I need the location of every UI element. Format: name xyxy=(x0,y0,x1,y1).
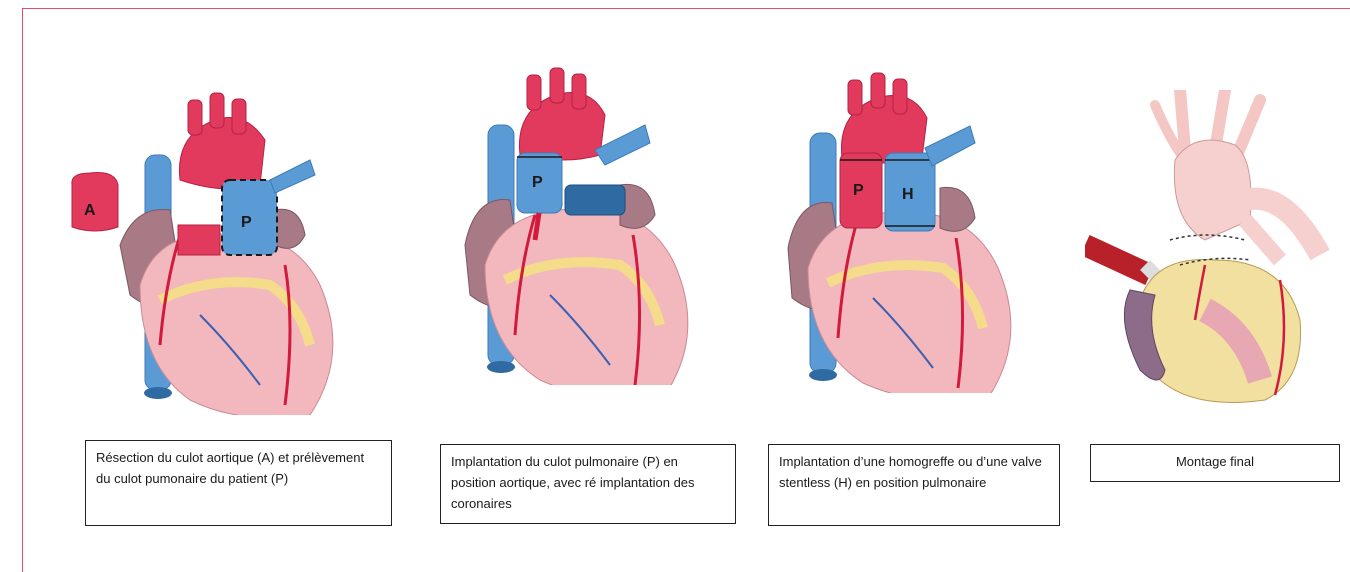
aortic-branch-1 xyxy=(188,100,202,135)
cannula-shape xyxy=(1085,245,1150,275)
vena-cava-end xyxy=(144,387,172,399)
vessel-branch-1 xyxy=(1180,90,1185,150)
label-h: H xyxy=(902,186,914,203)
label-p: P xyxy=(532,174,543,191)
aortic-branch-3 xyxy=(232,99,246,134)
pulmonary-branch-2 xyxy=(1245,220,1280,260)
vena-cava-end xyxy=(487,361,515,373)
step-2-illustration: P xyxy=(455,65,715,385)
aortic-branch-1 xyxy=(848,80,862,115)
step-3-illustration: P H xyxy=(780,68,1040,393)
heart-body-shape xyxy=(485,209,688,385)
frame-top-border xyxy=(22,8,1350,9)
label-a: A xyxy=(84,202,96,219)
left-appendage xyxy=(940,187,975,231)
pulmonary-stump xyxy=(565,185,625,215)
left-appendage xyxy=(275,209,305,248)
aortic-branch-3 xyxy=(893,79,907,114)
step-4-caption: Montage final xyxy=(1090,444,1340,482)
pulmonary-branch xyxy=(925,126,975,166)
aortic-branch-3 xyxy=(572,74,586,109)
label-p: P xyxy=(853,182,864,199)
step-1-caption: Résection du culot aortique (A) et prélè… xyxy=(85,440,392,526)
step-4-illustration xyxy=(1085,90,1335,405)
aortic-branch-2 xyxy=(550,68,564,103)
label-p: P xyxy=(241,214,252,231)
step-1-illustration: A P xyxy=(60,85,380,415)
aortic-stump xyxy=(178,225,220,255)
step-2-caption: Implantation du culot pulmonaire (P) en … xyxy=(440,444,736,524)
heart-body-shape xyxy=(808,212,1011,393)
step-3-caption: Implantation d’une homogreffe ou d’une v… xyxy=(768,444,1060,526)
pulmonary-branch xyxy=(270,160,315,193)
aortic-branch-1 xyxy=(527,75,541,110)
aortic-branch-2 xyxy=(210,93,224,128)
aortic-branch-2 xyxy=(871,73,885,108)
frame-left-border xyxy=(22,8,23,572)
vena-cava-end xyxy=(809,369,837,381)
